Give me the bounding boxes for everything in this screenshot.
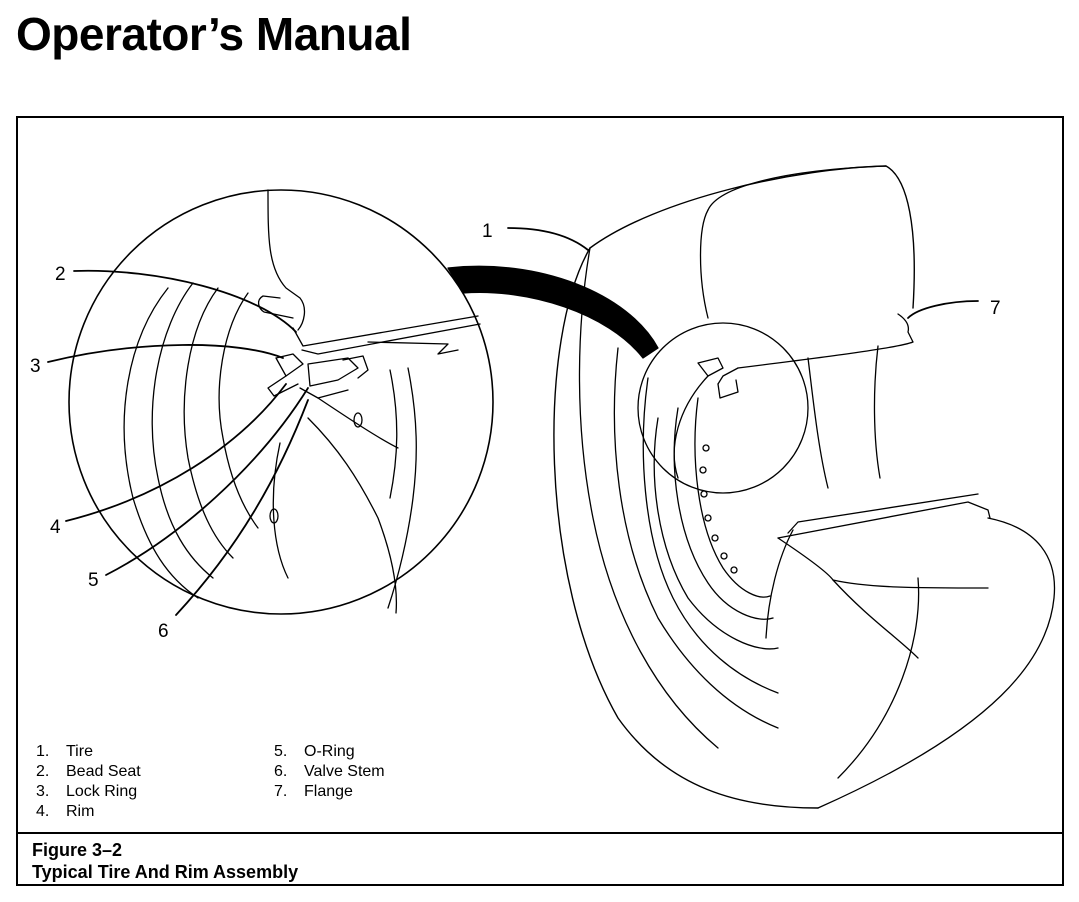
callout-5: 5 <box>88 570 99 591</box>
tire-rim-illustration: 1 2 3 4 5 6 7 <box>18 118 1062 830</box>
legend-label: Rim <box>66 803 95 820</box>
callout-2: 2 <box>55 264 66 285</box>
callout-4: 4 <box>50 517 61 538</box>
callout-numbers: 1 2 3 4 5 6 7 <box>30 221 1001 642</box>
legend-item: 1. Tire <box>36 742 141 762</box>
legend-number: 3. <box>36 783 50 800</box>
callout-3: 3 <box>30 356 41 377</box>
legend-item: 4. Rim <box>36 802 141 822</box>
figure-caption: Figure 3–2 Typical Tire And Rim Assembly <box>18 832 1062 884</box>
callout-7: 7 <box>990 298 1001 319</box>
legend-number: 5. <box>274 743 288 760</box>
legend-number: 6. <box>274 763 288 780</box>
legend-label: Lock Ring <box>66 783 138 800</box>
legend-number: 4. <box>36 803 50 820</box>
figure-frame: 1 2 3 4 5 6 7 1. Tire 2. Bead Seat 3. Lo… <box>16 116 1064 886</box>
figure-number: Figure 3–2 <box>32 840 123 860</box>
legend-column-right: 5. O-Ring 6. Valve Stem 7. Flange <box>274 742 385 802</box>
legend-label: Flange <box>304 783 353 800</box>
legend-number: 2. <box>36 763 50 780</box>
legend-label: O-Ring <box>304 743 355 760</box>
callout-leaders <box>47 227 979 616</box>
figure-title: Typical Tire And Rim Assembly <box>32 862 299 882</box>
tire-drawing <box>553 165 1056 809</box>
detail-magnified-view <box>68 189 494 615</box>
legend-number: 1. <box>36 743 50 760</box>
legend-column-left: 1. Tire 2. Bead Seat 3. Lock Ring 4. Rim <box>36 742 141 822</box>
legend-label: Tire <box>66 743 93 760</box>
callout-6: 6 <box>158 621 169 642</box>
legend-item: 5. O-Ring <box>274 742 385 762</box>
legend-item: 2. Bead Seat <box>36 762 141 782</box>
legend-label: Bead Seat <box>66 763 141 780</box>
legend-item: 6. Valve Stem <box>274 762 385 782</box>
callout-1: 1 <box>482 221 493 242</box>
legend-number: 7. <box>274 783 288 800</box>
page-title: Operator’s Manual <box>16 8 412 60</box>
legend-label: Valve Stem <box>304 763 385 780</box>
legend-item: 3. Lock Ring <box>36 782 141 802</box>
magnify-connector <box>447 265 659 359</box>
legend-item: 7. Flange <box>274 782 385 802</box>
